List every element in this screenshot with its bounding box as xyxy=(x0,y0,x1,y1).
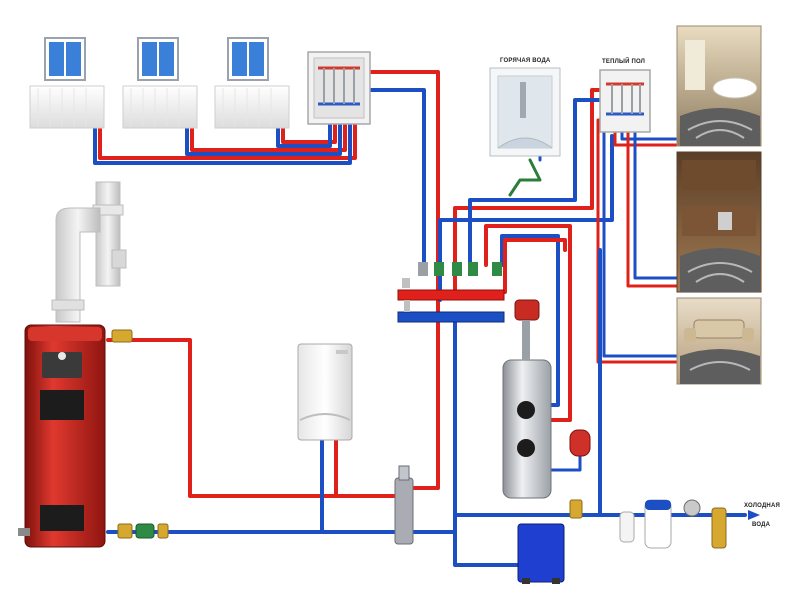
shower-green-pipe xyxy=(508,158,542,197)
hotwater-blue-line xyxy=(438,134,614,302)
solid-fuel-boiler xyxy=(18,324,106,548)
manifold-pumps xyxy=(418,262,502,276)
cold-water-label-line2: ВОДА xyxy=(752,522,771,528)
radiator-3 xyxy=(214,85,290,129)
pump-icon-2 xyxy=(452,262,462,276)
window-3 xyxy=(227,37,269,81)
room-line-blue-3 xyxy=(602,124,678,358)
hot-water-label: ГОРЯЧАЯ ВОДА xyxy=(500,58,551,64)
tank-to-expansion xyxy=(548,453,582,472)
warm-floor-label: ТЕПЛЫЙ ПОЛ xyxy=(602,59,646,65)
window-2 xyxy=(137,37,179,81)
room-line-blue-1 xyxy=(620,130,678,141)
thermometer-icon xyxy=(58,352,66,360)
tank-coil-red-in xyxy=(484,224,572,422)
pump-icon-1 xyxy=(434,262,444,276)
water-treatment xyxy=(569,499,760,549)
pipes xyxy=(93,70,747,567)
pressure-reducer xyxy=(711,507,727,549)
room-line-red-2 xyxy=(626,130,678,288)
radiator-blue-line-1 xyxy=(93,123,352,165)
expansion-vessel xyxy=(569,429,591,457)
radiator-blue-line-2 xyxy=(185,123,342,156)
room-bathroom xyxy=(676,25,762,147)
room-kitchen xyxy=(676,151,762,293)
water-pump-station xyxy=(517,523,565,584)
tank-coil-blue-out xyxy=(500,234,560,407)
radiator-red-line-1 xyxy=(98,123,357,160)
cold-water-label-line1: ХОЛОДНАЯ xyxy=(744,503,781,509)
chimney-flue xyxy=(51,181,127,323)
cold-water-arrow-icon xyxy=(748,510,760,520)
radiator-1 xyxy=(29,85,105,129)
radiator-red-line-3 xyxy=(281,123,337,144)
window-1 xyxy=(44,37,86,81)
pump-icon-4 xyxy=(492,262,502,276)
gas-boiler xyxy=(297,343,353,441)
pump-icon-3 xyxy=(468,262,478,276)
floor-heating-manifold-cabinet xyxy=(599,69,651,133)
distribution-manifold xyxy=(397,262,505,323)
cold-water-to-pump xyxy=(453,513,522,567)
boiler-valves xyxy=(111,329,169,539)
room-line-red-1 xyxy=(613,130,678,147)
radiator-blue-line-3 xyxy=(276,123,332,148)
manifold-return-line xyxy=(366,88,426,267)
tank-coil-red-top xyxy=(503,238,567,294)
boiler-supply-pipe xyxy=(106,338,397,498)
radiator-lines xyxy=(93,123,357,165)
radiator-2 xyxy=(122,85,198,129)
hot-water-tank xyxy=(502,299,552,499)
separator-to-manifold-blue xyxy=(410,318,457,534)
shower-cabin xyxy=(489,67,561,157)
room-living xyxy=(676,297,762,385)
radiator-manifold-cabinet xyxy=(307,51,371,125)
radiator-group xyxy=(29,37,290,129)
floor-supply-line xyxy=(453,88,607,294)
hydraulic-separator xyxy=(394,465,414,545)
filter-cartridge xyxy=(619,511,635,543)
radiator-red-line-2 xyxy=(190,123,347,152)
water-meter-icon xyxy=(683,499,701,517)
room-line-blue-2 xyxy=(633,130,678,280)
circulation-pump-icon xyxy=(135,523,155,539)
tank-pump-icon xyxy=(514,299,540,321)
room-line-red-3 xyxy=(596,118,678,364)
